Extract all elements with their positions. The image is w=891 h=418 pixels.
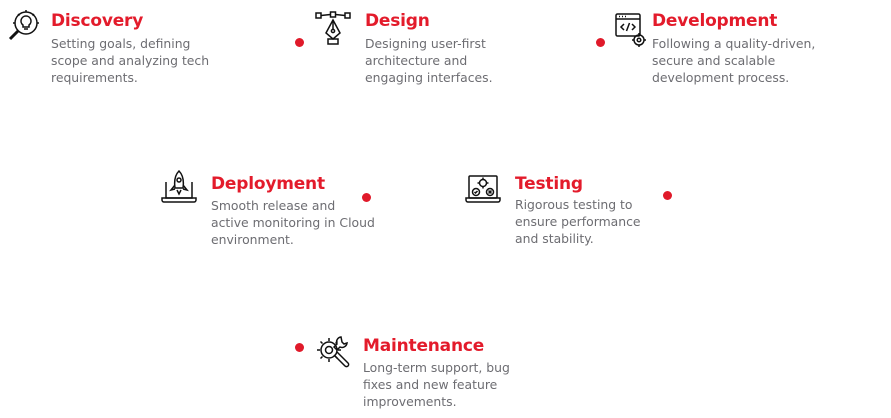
step-description: Designing user-first architecture and en… — [365, 36, 493, 85]
step-description: Setting goals, defining scope and analyz… — [51, 36, 210, 85]
step-description: Smooth release and active monitoring in … — [211, 198, 375, 247]
pen-tool-icon — [315, 11, 351, 47]
step-title: Maintenance — [363, 336, 485, 356]
step-title: Testing — [515, 174, 583, 194]
step-title: Discovery — [51, 11, 144, 31]
timeline-dot — [663, 191, 672, 200]
step-title: Deployment — [211, 174, 325, 194]
step-description: Rigorous testing to ensure performance a… — [515, 197, 641, 246]
timeline-dot — [295, 343, 304, 352]
wrench-gear-icon — [314, 334, 350, 370]
laptop-test-icon — [465, 173, 501, 209]
step-title: Development — [652, 11, 778, 31]
timeline-dot — [362, 193, 371, 202]
step-description: Following a quality-driven, secure and s… — [652, 36, 816, 85]
browser-code-gear-icon — [613, 12, 649, 48]
bulb-search-icon — [6, 8, 42, 44]
timeline-dot — [295, 38, 304, 47]
step-description: Long-term support, bug fixes and new fea… — [363, 360, 510, 409]
step-title: Design — [365, 11, 430, 31]
timeline-dot — [596, 38, 605, 47]
laptop-rocket-icon — [161, 170, 197, 206]
